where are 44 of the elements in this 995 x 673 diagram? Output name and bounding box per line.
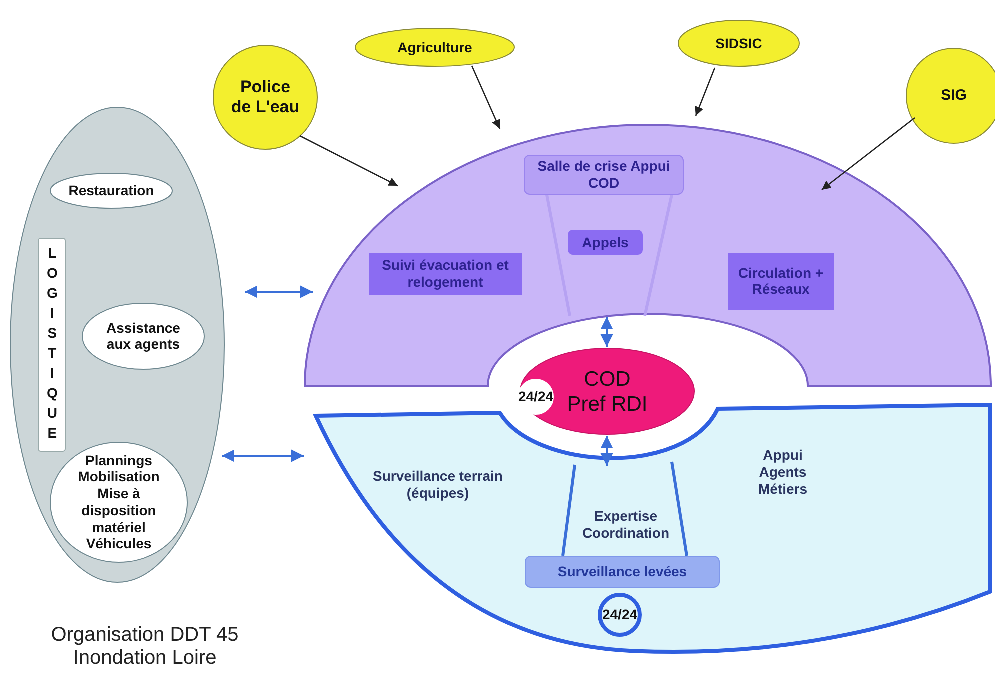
arrow bbox=[300, 135, 398, 187]
node-label: Restauration bbox=[68, 182, 154, 200]
node-label: Circulation + Réseaux bbox=[737, 264, 825, 298]
node-label: Suivi évacuation et relogement bbox=[381, 257, 510, 291]
node-label: 24/24 bbox=[518, 388, 554, 406]
room-box bbox=[524, 155, 684, 195]
sector-label: Surveillance terrain (équipes) bbox=[372, 468, 504, 502]
arrow bbox=[600, 436, 614, 466]
task-box bbox=[369, 253, 522, 295]
title-bar bbox=[38, 238, 66, 452]
node-label: LOGISTIQUE bbox=[44, 245, 60, 445]
command-ellipse bbox=[520, 348, 695, 435]
logistics-ellipse bbox=[10, 107, 225, 583]
sector-label: Appui Agents Métiers bbox=[757, 446, 809, 498]
partner-circle bbox=[213, 45, 318, 150]
node-label: Assistance aux agents bbox=[106, 320, 180, 354]
partner-ellipse bbox=[355, 28, 515, 67]
node-label: SIDSIC bbox=[714, 35, 764, 52]
node-label: Salle de crise Appui COD bbox=[536, 158, 672, 192]
task-box bbox=[568, 230, 643, 255]
partner-ellipse bbox=[678, 20, 800, 67]
arrow bbox=[822, 117, 916, 191]
arrow bbox=[695, 68, 716, 116]
service-ellipse bbox=[50, 173, 173, 209]
node-label: COD Pref RDI bbox=[566, 366, 649, 417]
monitoring-box bbox=[525, 556, 720, 588]
sector-label: Expertise Coordination bbox=[581, 508, 671, 542]
upper-half-ring bbox=[303, 123, 993, 390]
task-box bbox=[728, 253, 834, 310]
caption: Organisation DDT 45 Inondation Loire bbox=[50, 624, 240, 670]
node-label: Police de L'eau bbox=[230, 77, 300, 118]
node-label: Agriculture bbox=[396, 39, 474, 56]
node-label: Appels bbox=[582, 234, 629, 251]
arrow bbox=[471, 66, 501, 130]
service-ellipse bbox=[82, 303, 205, 370]
hours-circle bbox=[518, 379, 554, 415]
arrow bbox=[600, 317, 614, 347]
node-label: Plannings Mobilisation Mise à disposition matériel Véhicules bbox=[78, 452, 160, 553]
arrow bbox=[245, 286, 313, 298]
node-label: SIG bbox=[940, 87, 968, 105]
service-circle bbox=[50, 442, 188, 563]
arrow bbox=[222, 450, 304, 462]
node-label: Surveillance levées bbox=[556, 564, 688, 580]
node-label: 24/24 bbox=[602, 606, 638, 624]
